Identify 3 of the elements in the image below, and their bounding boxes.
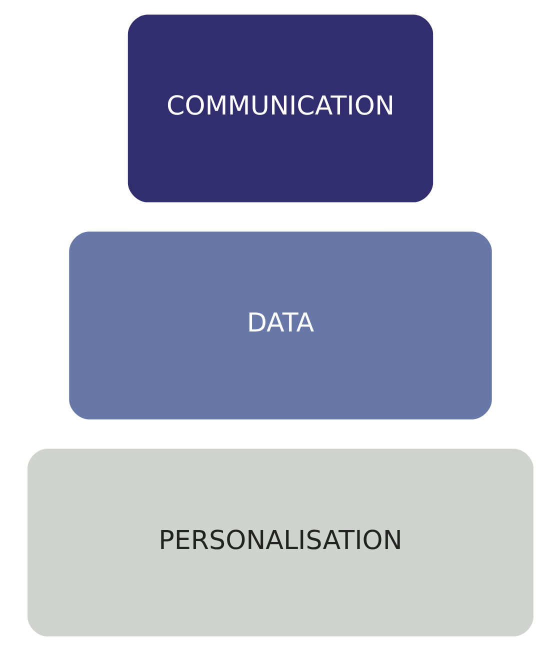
node-box: PERSONALISATION [27, 448, 533, 636]
node-box: COMMUNICATION [127, 14, 433, 202]
node-box: DATA [68, 232, 492, 420]
